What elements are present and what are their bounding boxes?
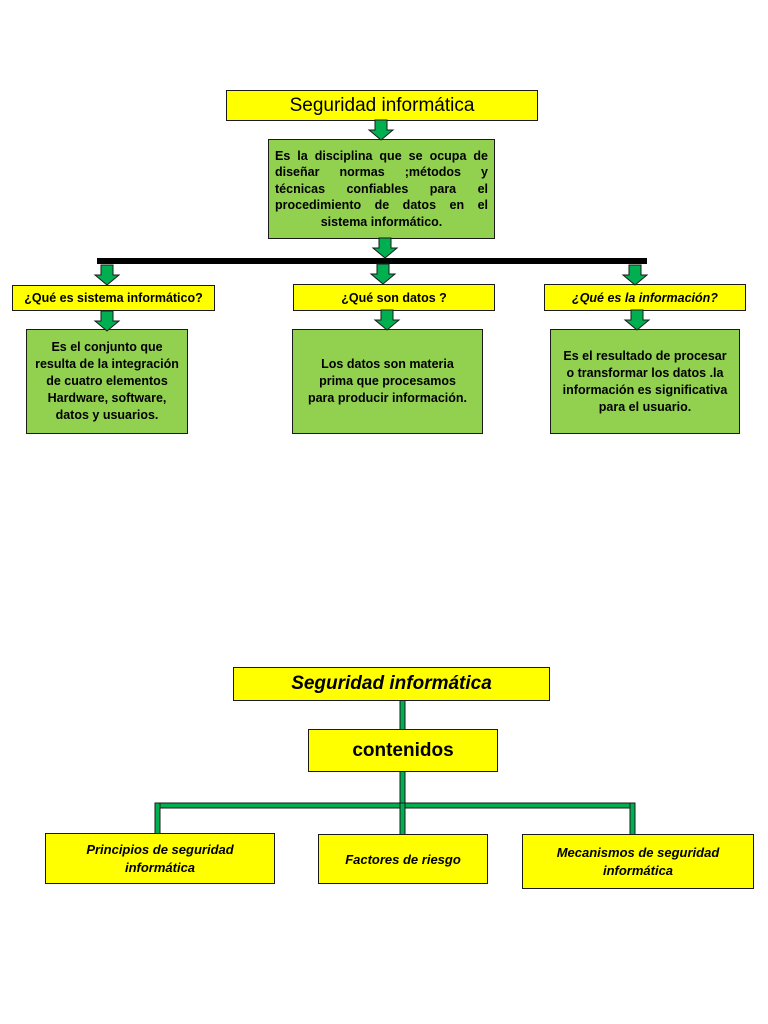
item-mecanismos: Mecanismos de seguridad informática bbox=[522, 834, 754, 889]
answer-sistema-informatico: Es el conjunto que resulta de la integra… bbox=[26, 329, 188, 434]
diagram1-title: Seguridad informática bbox=[226, 90, 538, 121]
horizontal-branch-connector bbox=[154, 802, 636, 809]
branch-bar bbox=[97, 258, 647, 264]
definition-text: Es la disciplina que se ocupa de diseñar… bbox=[275, 148, 488, 229]
contenidos-box: contenidos bbox=[308, 729, 498, 772]
diagram2-title: Seguridad informática bbox=[233, 667, 550, 701]
answer-informacion: Es el resultado de procesar o transforma… bbox=[550, 329, 740, 434]
question-datos: ¿Qué son datos ? bbox=[293, 284, 495, 311]
title-to-contenidos-connector bbox=[399, 699, 406, 731]
answer-datos: Los datos son materia prima que procesam… bbox=[292, 329, 483, 434]
right-branch-connector bbox=[629, 802, 636, 836]
left-branch-connector bbox=[154, 802, 161, 835]
item-principios: Principios de seguridad informática bbox=[45, 833, 275, 884]
diagram1-definition-box: Es la disciplina que se ocupa de diseñar… bbox=[268, 139, 495, 239]
question-sistema-informatico: ¿Qué es sistema informático? bbox=[12, 285, 215, 311]
contenidos-to-branch-connector bbox=[399, 770, 406, 806]
middle-branch-connector bbox=[399, 802, 406, 836]
item-factores-riesgo: Factores de riesgo bbox=[318, 834, 488, 884]
question-informacion: ¿Qué es la información? bbox=[544, 284, 746, 311]
